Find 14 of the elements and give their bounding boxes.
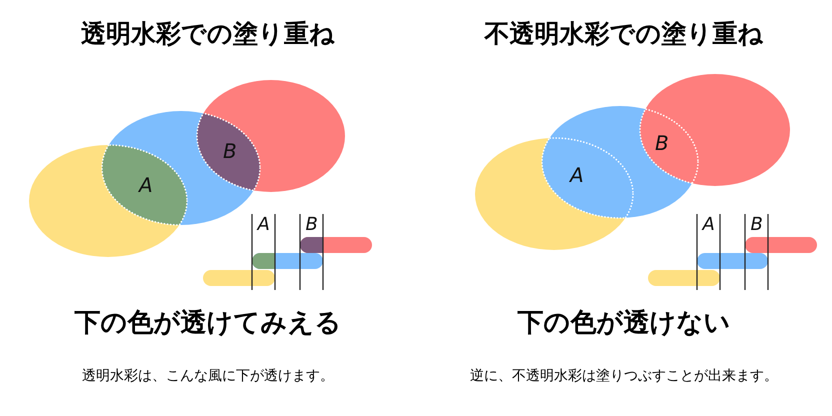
overlap-label: A xyxy=(258,213,270,237)
result-heading: 下の色が透けてみえる xyxy=(74,307,342,340)
overlap-label: B xyxy=(306,213,318,237)
result-heading: 下の色が透けない xyxy=(516,307,732,340)
overlap-label: A xyxy=(702,213,715,237)
description-text: 逆に、不透明水彩は塗りつぶすことが出来ます。 xyxy=(469,367,779,386)
panel-heading: 不透明水彩での塗り重ね xyxy=(483,18,764,50)
overlap-label: B xyxy=(655,131,669,155)
overlap-label: B xyxy=(750,213,763,237)
panel-heading: 透明水彩での塗り重ね xyxy=(80,18,336,50)
overlap-label: A xyxy=(139,173,153,197)
overlap-label: A xyxy=(570,163,584,187)
overlap-label: B xyxy=(223,139,237,163)
description-text: 透明水彩は、こんな風に下が透けます。 xyxy=(81,367,335,386)
